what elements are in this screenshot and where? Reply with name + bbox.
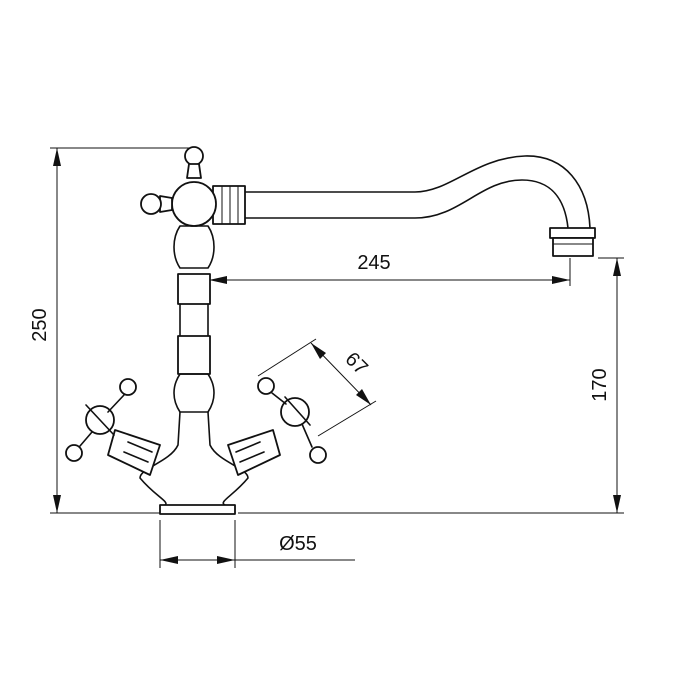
right-handle: [227, 377, 327, 476]
dimension-handle-spread: 67: [257, 338, 377, 437]
arrowhead-right: [552, 276, 570, 284]
dimension-base-diameter: Ø55: [159, 520, 355, 568]
dimension-height-total: 250: [29, 147, 190, 514]
right-handle-body: [227, 429, 281, 476]
aerator: [552, 237, 594, 257]
top-knob-stem: [186, 163, 202, 179]
right-handle-knurl: [284, 396, 311, 426]
left-handle-arm-top: [119, 378, 137, 396]
arrowhead-left: [160, 556, 178, 564]
label-spout-reach: 245: [357, 252, 390, 274]
right-arm-bottom-link: [301, 423, 313, 448]
spout: [244, 155, 591, 229]
arrowhead-up: [53, 148, 61, 166]
left-handle: [65, 378, 161, 476]
top-knob: [184, 146, 204, 166]
left-arm-bottom-link: [79, 431, 93, 447]
label-height-total: 250: [29, 308, 51, 341]
arrowhead-down: [613, 495, 621, 513]
column-upper: [173, 225, 215, 269]
column-mid: [179, 303, 209, 337]
label-spout-height: 170: [589, 368, 611, 401]
dimension-spout-height: 170: [238, 257, 624, 514]
aerator-ring: [549, 227, 596, 239]
arrowhead-up: [613, 258, 621, 276]
spout-hub: [171, 181, 217, 227]
right-handle-detail: [235, 441, 265, 463]
right-handle-arm-bottom: [309, 446, 327, 464]
left-handle-knurl: [85, 404, 115, 436]
label-handle-spread: 67: [341, 348, 372, 379]
arrowhead-lower: [356, 389, 371, 405]
base-plate: [159, 504, 236, 515]
extension-line-handle-2: [317, 400, 377, 437]
faucet-outline: [65, 146, 596, 515]
right-handle-arm-top: [257, 377, 275, 395]
right-arm-top-link: [271, 392, 287, 405]
label-base-diameter: Ø55: [279, 533, 317, 555]
left-arm-top-link: [107, 394, 125, 413]
side-lever-knob: [140, 193, 162, 215]
arrowhead-right: [217, 556, 235, 564]
left-handle-arm-bottom: [65, 444, 83, 462]
dimension-spout-reach: 245: [209, 252, 571, 286]
lower-body: [139, 411, 249, 506]
side-lever: [159, 195, 173, 213]
right-handle-hub: [280, 397, 310, 427]
left-handle-body: [107, 429, 161, 476]
extension-line-handle-1: [257, 338, 317, 377]
arrowhead-down: [53, 495, 61, 513]
column-ring-1: [177, 273, 211, 305]
spout-collar: [212, 185, 246, 225]
arrowhead-left: [209, 276, 227, 284]
left-handle-detail: [123, 441, 153, 463]
arrowhead-upper: [311, 343, 326, 359]
column-lower: [173, 373, 215, 413]
column-ring-2: [177, 335, 211, 375]
